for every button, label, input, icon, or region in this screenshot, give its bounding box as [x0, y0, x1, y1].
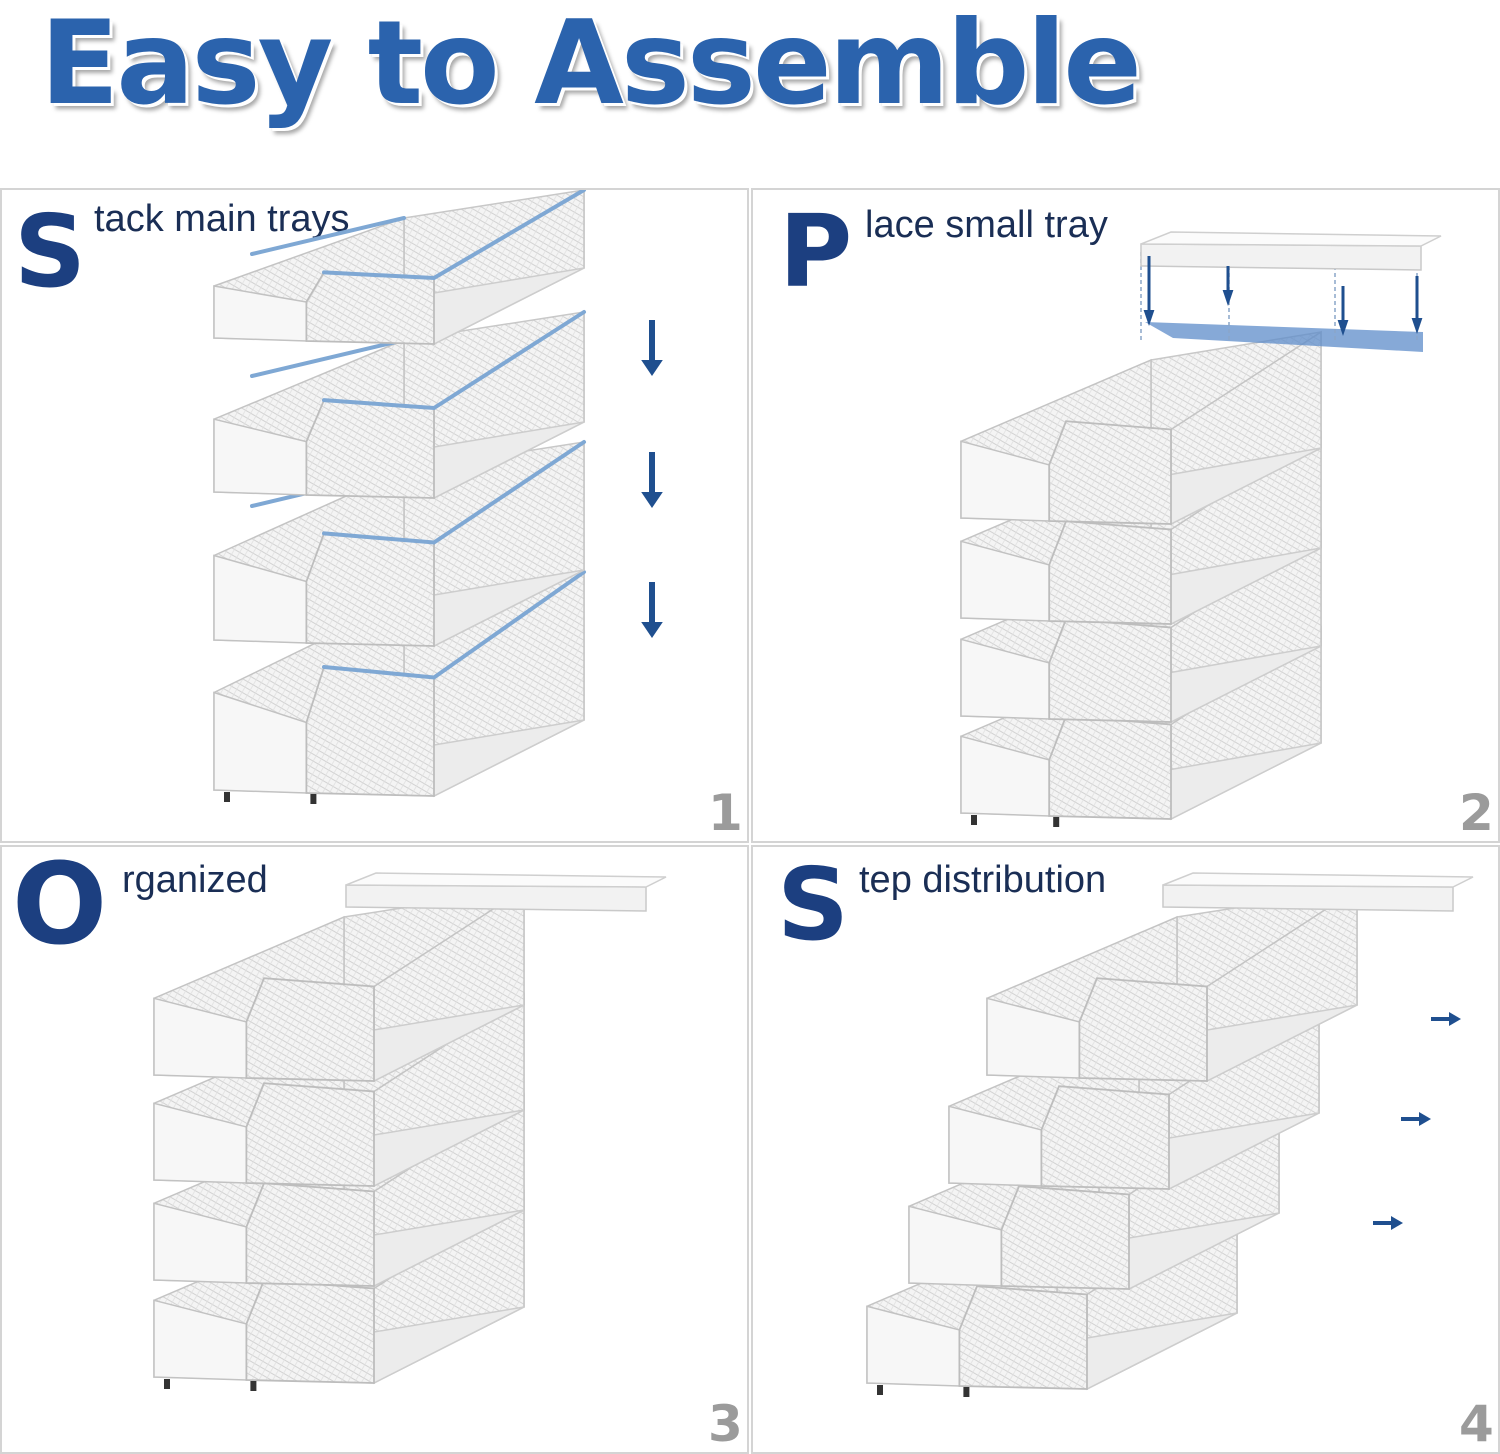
tray [213, 570, 586, 804]
step-panel-3: O rganized 3 [0, 845, 749, 1454]
down-arrow-icon [1222, 266, 1234, 306]
headline: Easy to Assemble [40, 0, 1142, 131]
step-3-number: 3 [708, 1395, 743, 1453]
placement-highlight [1145, 322, 1423, 352]
step-panel-4: S tep distribution 4 [751, 845, 1500, 1454]
organized-stack-illustration [153, 872, 667, 1391]
step-panel-2: P lace small tray 2 [751, 188, 1500, 843]
down-arrow-icon [1337, 286, 1349, 336]
step-4-number: 4 [1459, 1395, 1494, 1453]
step-4-initial: S [777, 846, 850, 963]
tray [960, 330, 1322, 526]
tray [153, 887, 525, 1083]
step-2-caption: lace small tray [865, 204, 1108, 246]
stacking-trays-illustration [213, 190, 663, 804]
small-tray-placement-illustration [960, 231, 1442, 827]
tray [986, 887, 1358, 1083]
right-arrow-icon [1373, 1216, 1403, 1230]
down-arrow-icon [641, 452, 663, 508]
down-arrow-icon [641, 582, 663, 638]
step-3-caption: rganized [122, 859, 268, 901]
step-1-initial: S [14, 193, 87, 310]
step-1-number: 1 [708, 784, 743, 842]
down-arrow-icon [1411, 276, 1423, 334]
tray [960, 625, 1322, 827]
tray [213, 190, 586, 346]
step-4-caption: tep distribution [859, 859, 1107, 901]
step-2-number: 2 [1459, 784, 1494, 842]
step-2-initial: P [779, 193, 853, 310]
step-1-caption: tack main trays [94, 198, 350, 240]
small-tray [345, 872, 667, 912]
small-tray [1140, 231, 1442, 271]
right-arrow-icon [1431, 1012, 1461, 1026]
down-arrow-icon [1143, 256, 1155, 326]
tray [213, 310, 586, 500]
right-arrow-icon [1401, 1112, 1431, 1126]
small-tray [1162, 872, 1474, 912]
step-panel-1: S tack main trays 1 [0, 188, 749, 843]
step-3-initial: O [12, 845, 108, 970]
step-distribution-illustration [866, 872, 1474, 1397]
down-arrow-icon [641, 320, 663, 376]
